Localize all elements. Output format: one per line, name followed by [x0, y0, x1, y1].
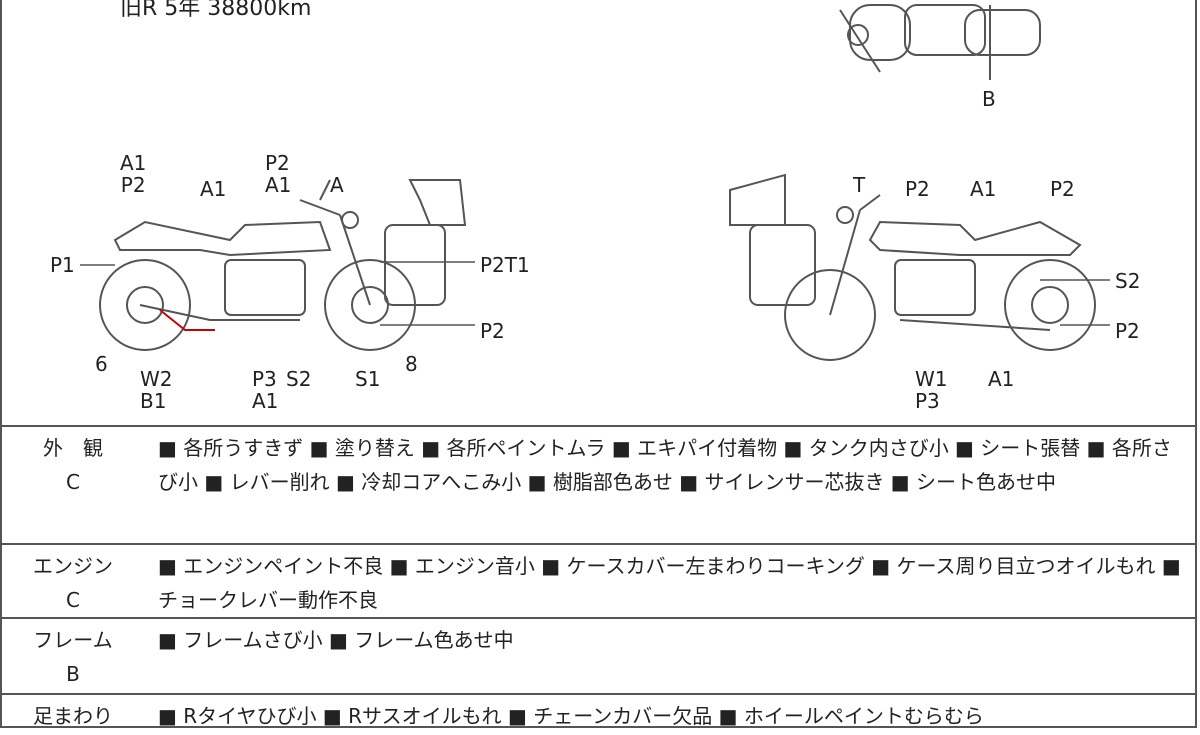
label-p1: P1 — [50, 253, 75, 277]
label-t: T — [853, 173, 866, 197]
section-engine: エンジン C ■ エンジンペイント不良 ■ エンジン音小 ■ ケースカバー左まわり… — [0, 543, 1197, 619]
label-a: A — [330, 173, 344, 197]
top-view-icon — [839, 4, 1041, 80]
section-name: 足まわり — [33, 704, 113, 728]
label-a1: A1 — [988, 367, 1015, 391]
left-side-view-icon — [99, 179, 467, 351]
section-grade: C — [66, 588, 80, 612]
section-suspension: 足まわり ■ Rタイヤひび小 ■ Rサスオイルもれ ■ チェーンカバー欠品 ■ … — [0, 693, 1197, 735]
section-name: エンジン — [33, 554, 113, 578]
section-text: ■ Rタイヤひび小 ■ Rサスオイルもれ ■ チェーンカバー欠品 ■ ホイールペ… — [158, 704, 984, 728]
label-p2: P2 — [480, 319, 505, 343]
section-name: 外 観 — [43, 436, 103, 460]
label-p2t1: P2T1 — [480, 253, 530, 277]
section-text: ■ エンジンペイント不良 ■ エンジン音小 ■ ケースカバー左まわりコーキング … — [158, 554, 1181, 612]
label-p2: P2 — [1050, 177, 1075, 201]
label-6: 6 — [95, 352, 108, 376]
section-text: ■ フレームさび小 ■ フレーム色あせ中 — [158, 628, 514, 652]
label-8: 8 — [405, 352, 418, 376]
label-s1: S1 — [355, 367, 381, 391]
label-a1: A1 — [200, 177, 227, 201]
label-a1: A1 — [970, 177, 997, 201]
label-p2: P2 — [1115, 319, 1140, 343]
leader-lines — [80, 261, 1110, 326]
label-s2: S2 — [286, 367, 312, 391]
right-side-view-icon — [729, 173, 1096, 361]
section-grade: B — [66, 662, 80, 686]
header-text: 旧R 5年 38800km — [120, 0, 312, 21]
section-name: フレーム — [33, 628, 113, 652]
section-grade: C — [66, 470, 80, 494]
label-b: B — [982, 87, 996, 111]
motorcycle-diagrams — [80, 4, 1110, 361]
section-frame: フレーム B ■ フレームさび小 ■ フレーム色あせ中 — [0, 617, 1197, 695]
label-p2: P2 — [905, 177, 930, 201]
label-s2: S2 — [1115, 269, 1141, 293]
section-text: ■ 各所うすきず ■ 塗り替え ■ 各所ペイントムラ ■ エキパイ付着物 ■ タ… — [158, 436, 1172, 494]
section-exterior: 外 観 C ■ 各所うすきず ■ 塗り替え ■ 各所ペイントムラ ■ エキパイ付着… — [0, 425, 1197, 545]
